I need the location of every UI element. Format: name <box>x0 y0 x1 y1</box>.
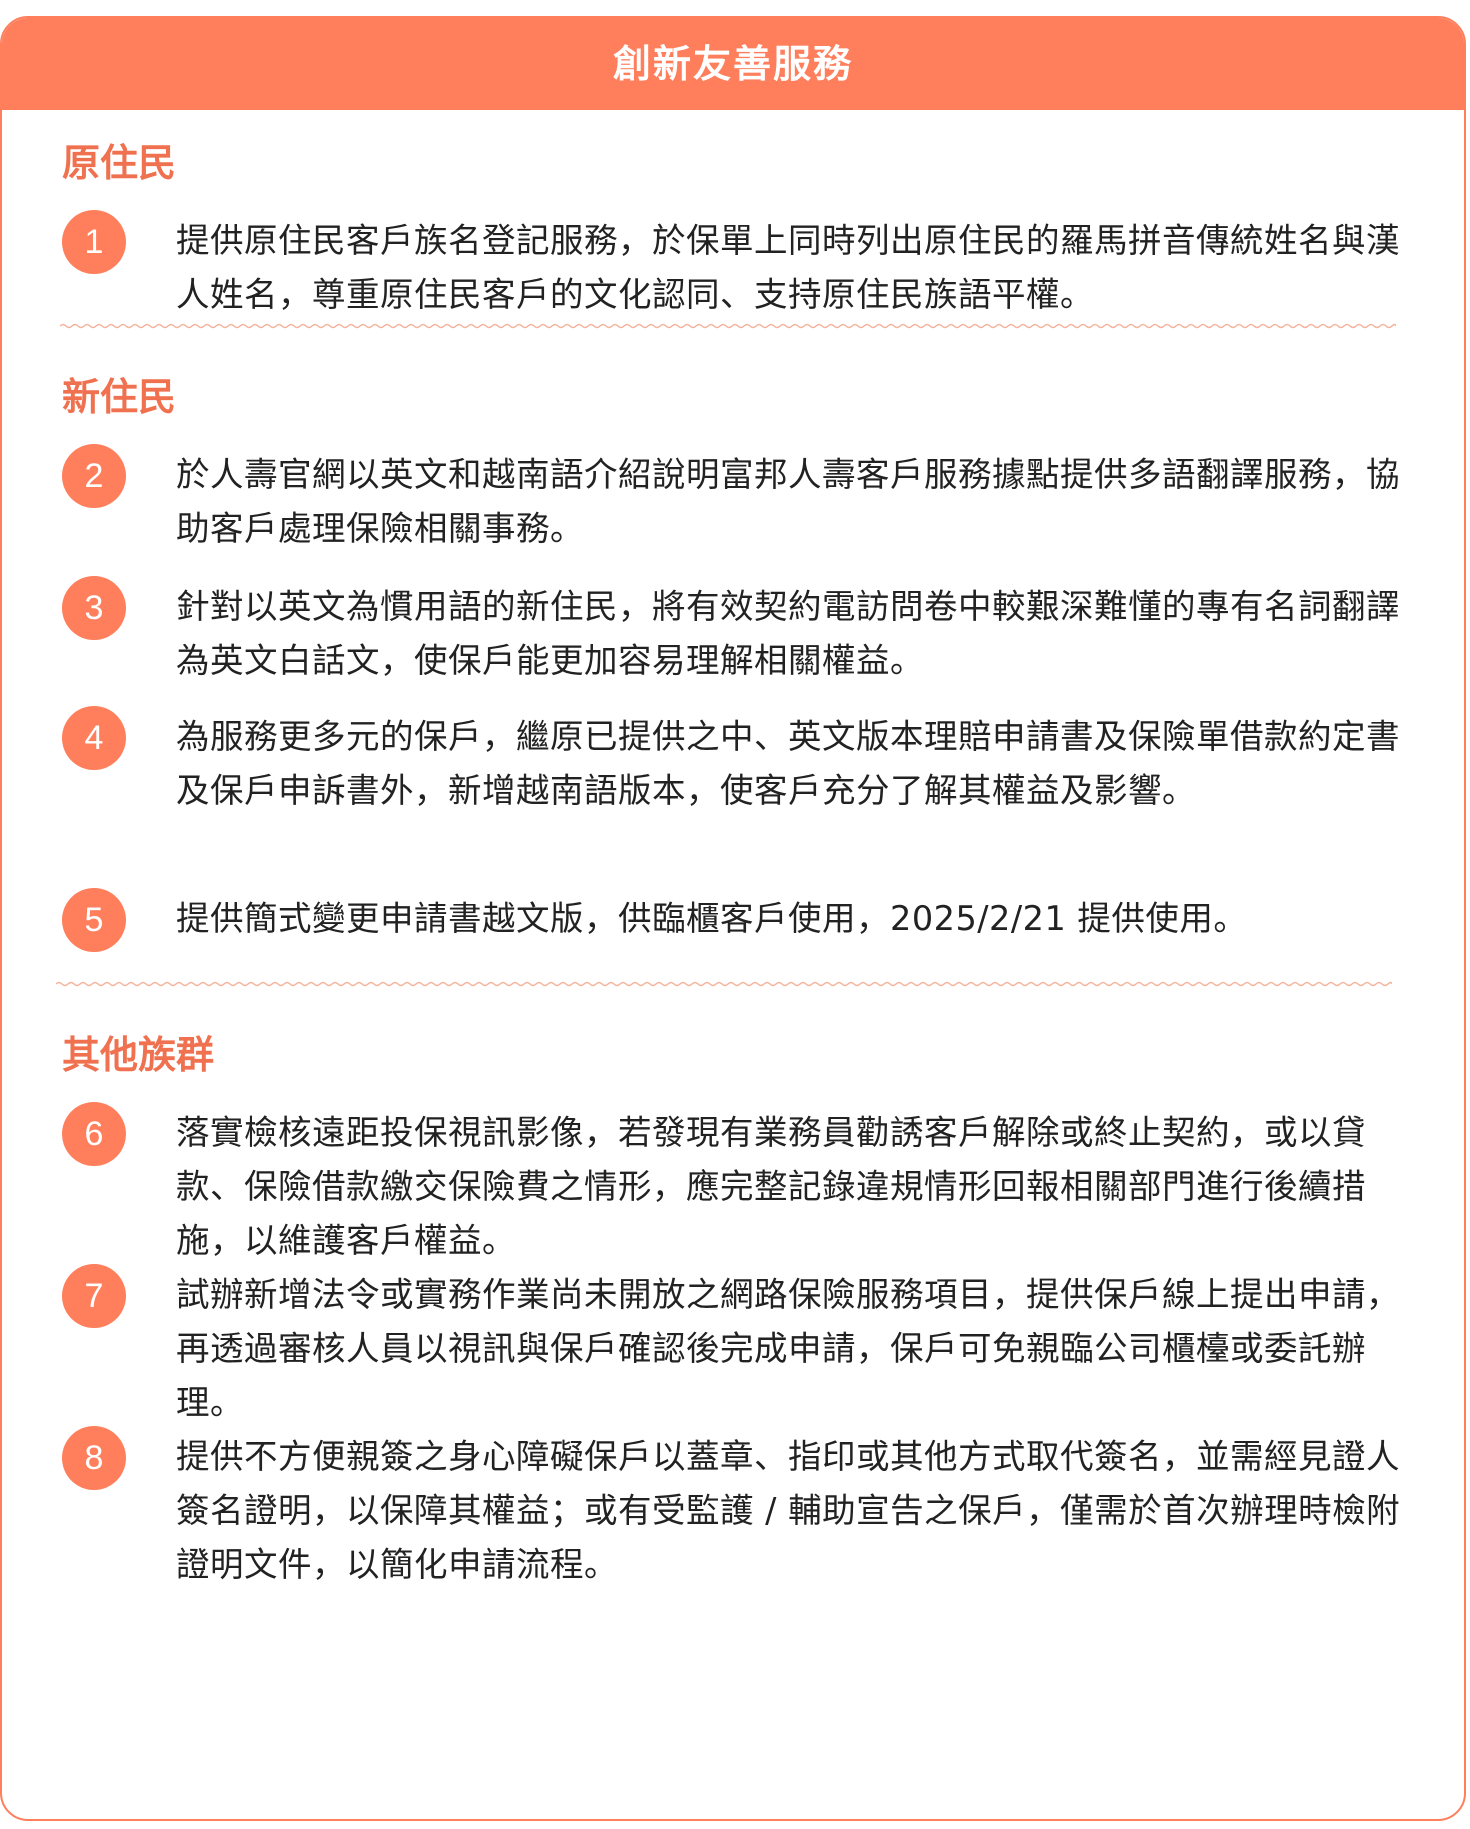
card-title: 創新友善服務 <box>612 42 853 86</box>
item-number-badge: 4 <box>62 706 126 770</box>
section-title-new-immigrants: 新住民 <box>62 375 177 419</box>
item-text: 提供原住民客戶族名登記服務，於保單上同時列出原住民的羅馬拼音傳統姓名與漢人姓名，… <box>176 221 1400 314</box>
innovative-services-card: 創新友善服務 原住民 1 提供原住民客戶族名登記服務，於保單上同時列出原住民的羅… <box>0 16 1466 1821</box>
section-title-indigenous: 原住民 <box>62 141 177 185</box>
item-text: 試辦新增法令或實務作業尚未開放之網路保險服務項目，提供保戶線上提出申請，再透過審… <box>176 1275 1400 1422</box>
section-title-other-groups: 其他族群 <box>62 1033 215 1077</box>
list-item-3: 3 針對以英文為慣用語的新住民，將有效契約電訪問卷中較艱深難懂的專有名詞翻譯為英… <box>62 576 1402 736</box>
list-item-4: 4 為服務更多元的保戶，繼原已提供之中、英文版本理賠申請書及保險單借款約定書及保… <box>62 706 1402 866</box>
item-number-badge: 3 <box>62 576 126 640</box>
item-number-badge: 6 <box>62 1102 126 1166</box>
item-text: 落實檢核遠距投保視訊影像，若發現有業務員勸誘客戶解除或終止契約，或以貸款、保險借… <box>176 1113 1366 1260</box>
item-number-badge: 8 <box>62 1426 126 1490</box>
card-header: 創新友善服務 <box>2 18 1464 110</box>
list-item-6: 6 落實檢核遠距投保視訊影像，若發現有業務員勸誘客戶解除或終止契約，或以貸款、保… <box>62 1102 1402 1262</box>
item-text: 為服務更多元的保戶，繼原已提供之中、英文版本理賠申請書及保險單借款約定書及保戶申… <box>176 717 1400 810</box>
item-number-badge: 7 <box>62 1264 126 1328</box>
list-item-8: 8 提供不方便親簽之身心障礙保戶以蓋章、指印或其他方式取代簽名，並需經見證人簽名… <box>62 1426 1402 1586</box>
item-number-badge: 5 <box>62 888 126 952</box>
list-item-5: 5 提供簡式變更申請書越文版，供臨櫃客戶使用，2025/2/21 提供使用。 <box>62 888 1402 1048</box>
list-item-1: 1 提供原住民客戶族名登記服務，於保單上同時列出原住民的羅馬拼音傳統姓名與漢人姓… <box>62 210 1402 370</box>
item-text: 提供簡式變更申請書越文版，供臨櫃客戶使用，2025/2/21 提供使用。 <box>176 899 1248 938</box>
item-number-badge: 1 <box>62 210 126 274</box>
wavy-divider <box>56 981 1392 987</box>
item-text: 提供不方便親簽之身心障礙保戶以蓋章、指印或其他方式取代簽名，並需經見證人簽名證明… <box>176 1437 1401 1584</box>
item-number-badge: 2 <box>62 444 126 508</box>
item-text: 於人壽官網以英文和越南語介紹說明富邦人壽客戶服務據點提供多語翻譯服務，協助客戶處… <box>176 455 1400 548</box>
list-item-2: 2 於人壽官網以英文和越南語介紹說明富邦人壽客戶服務據點提供多語翻譯服務，協助客… <box>62 444 1402 604</box>
item-text: 針對以英文為慣用語的新住民，將有效契約電訪問卷中較艱深難懂的專有名詞翻譯為英文白… <box>176 587 1400 680</box>
wavy-divider <box>60 323 1396 329</box>
list-item-7: 7 試辦新增法令或實務作業尚未開放之網路保險服務項目，提供保戶線上提出申請，再透… <box>62 1264 1402 1424</box>
